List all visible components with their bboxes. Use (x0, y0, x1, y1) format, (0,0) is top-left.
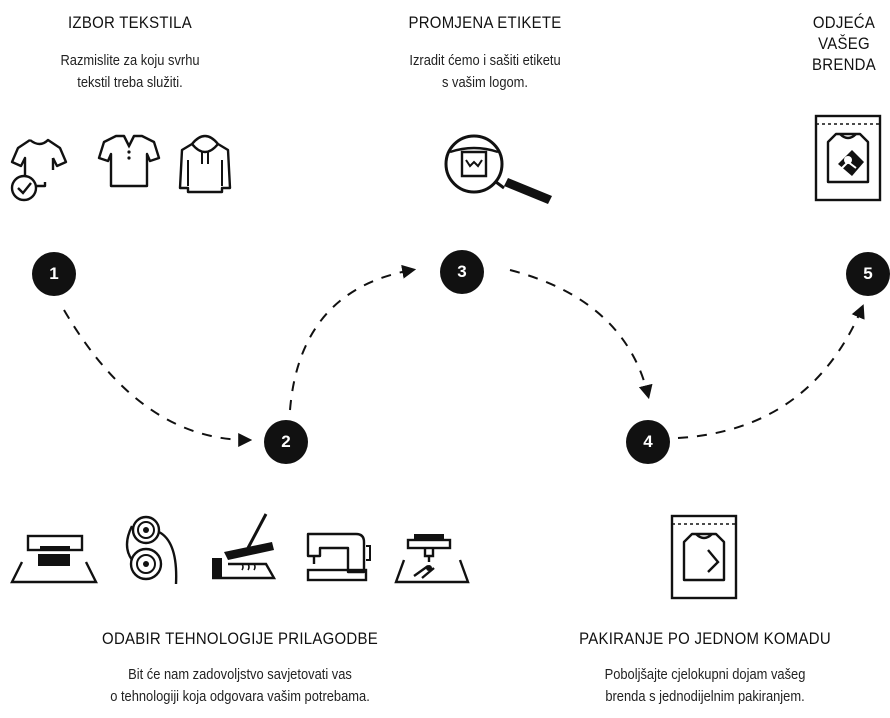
step-2-title: ODABIR TEHNOLOGIJE PRILAGODBE (102, 629, 378, 648)
branded-package-icon (814, 114, 882, 202)
step-1-description-line-2: tekstil treba služiti. (77, 74, 183, 91)
arrow-1-to-2 (63, 309, 253, 447)
step-5-title-line-1: ODJEĆA (812, 13, 876, 32)
polo-shirt-icon (97, 134, 161, 188)
fabric-rolls-icon (125, 515, 178, 585)
arrow-4-to-5 (677, 304, 865, 439)
step-4-description-line-2: brenda s jednodijelnim pakiranjem. (605, 688, 805, 705)
step-2-description-line-2: o tehnologiji koja odgovara vašim potreb… (110, 688, 370, 705)
screen-printing-icon (10, 534, 98, 584)
step-5-title-line-2: VAŠEG (818, 34, 870, 53)
step-2-description: Bit će nam zadovoljstvo savjetovati vas … (59, 664, 420, 708)
hoodie-icon (178, 134, 232, 194)
label-magnifier-icon (444, 134, 552, 204)
step-4-badge: 4 (626, 420, 670, 464)
step-5-badge: 5 (846, 252, 890, 296)
embroidery-machine-icon (394, 534, 470, 584)
step-1-description: Razmislite za koju svrhu tekstil treba s… (18, 50, 242, 94)
sewing-machine-icon (306, 532, 371, 582)
step-2-badge: 2 (264, 420, 308, 464)
step-3-description-line-2: s vašim logom. (441, 74, 529, 91)
step-5-title: ODJEĆA VAŠEG BRENDA (804, 12, 885, 75)
step-4-description-line-1: Poboljšajte cjelokupni dojam vašeg (604, 666, 806, 683)
step-1-description-line-1: Razmislite za koju svrhu (60, 52, 200, 69)
arrow-2-to-3 (289, 264, 417, 411)
step-1-title: IZBOR TEKSTILA (68, 13, 192, 32)
step-4-description: Poboljšajte cjelokupni dojam vašeg brend… (546, 664, 864, 708)
step-3-title: PROMJENA ETIKETE (408, 13, 562, 32)
step-5-title-line-3: BRENDA (812, 55, 876, 74)
step-1-badge: 1 (32, 252, 76, 296)
packaged-shirt-icon (670, 514, 738, 600)
step-3-description: Izradit ćemo i sašiti etiketu s vašim lo… (373, 50, 597, 94)
step-3-badge: 3 (440, 250, 484, 294)
step-2-description-line-1: Bit će nam zadovoljstvo savjetovati vas (128, 666, 352, 683)
step-3-description-line-1: Izradit ćemo i sašiti etiketu (409, 52, 561, 69)
tshirt-check-icon (10, 138, 68, 202)
heat-press-icon (212, 513, 277, 580)
arrow-3-to-4 (509, 269, 653, 400)
step-4-title: PAKIRANJE PO JEDNOM KOMADU (579, 629, 831, 648)
